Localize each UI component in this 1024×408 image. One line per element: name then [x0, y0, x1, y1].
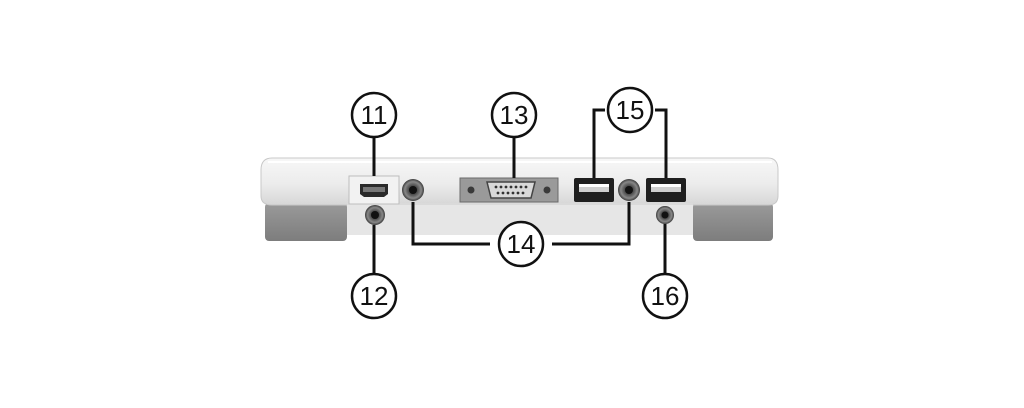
leader-lines — [372, 108, 668, 275]
leader-14b — [552, 202, 631, 246]
callout-label: 13 — [500, 100, 529, 130]
callout-label: 16 — [651, 281, 680, 311]
callout-circle — [497, 220, 545, 268]
leader-15b — [655, 108, 668, 178]
callout-15: 15 — [606, 86, 654, 134]
usb-port-right — [646, 178, 686, 202]
right-foot — [693, 203, 773, 241]
callout-circle — [641, 272, 689, 320]
dsub-port — [459, 177, 559, 203]
callout-label: 14 — [507, 229, 536, 259]
callout-label: 11 — [361, 100, 388, 130]
audio-jack-port — [365, 205, 385, 225]
callout-label: 15 — [616, 95, 645, 125]
callout-circle — [350, 91, 398, 139]
callout-16: 16 — [641, 272, 689, 320]
usb-port-left — [574, 178, 614, 202]
leader-15 — [592, 108, 605, 178]
callout-13: 13 — [490, 91, 538, 139]
callout-label: 12 — [360, 281, 389, 311]
callout-circle — [490, 91, 538, 139]
callout-14: 14 — [497, 220, 545, 268]
callout-12: 12 — [350, 272, 398, 320]
callout-11: 11 — [350, 91, 398, 139]
hdmi-port — [348, 175, 400, 205]
power-jack-port — [656, 206, 674, 224]
left-foot — [265, 203, 347, 241]
right-round-connector — [618, 179, 640, 201]
leader-14 — [411, 202, 490, 246]
callout-circle — [606, 86, 654, 134]
left-round-connector — [402, 179, 424, 201]
callout-circle — [350, 272, 398, 320]
